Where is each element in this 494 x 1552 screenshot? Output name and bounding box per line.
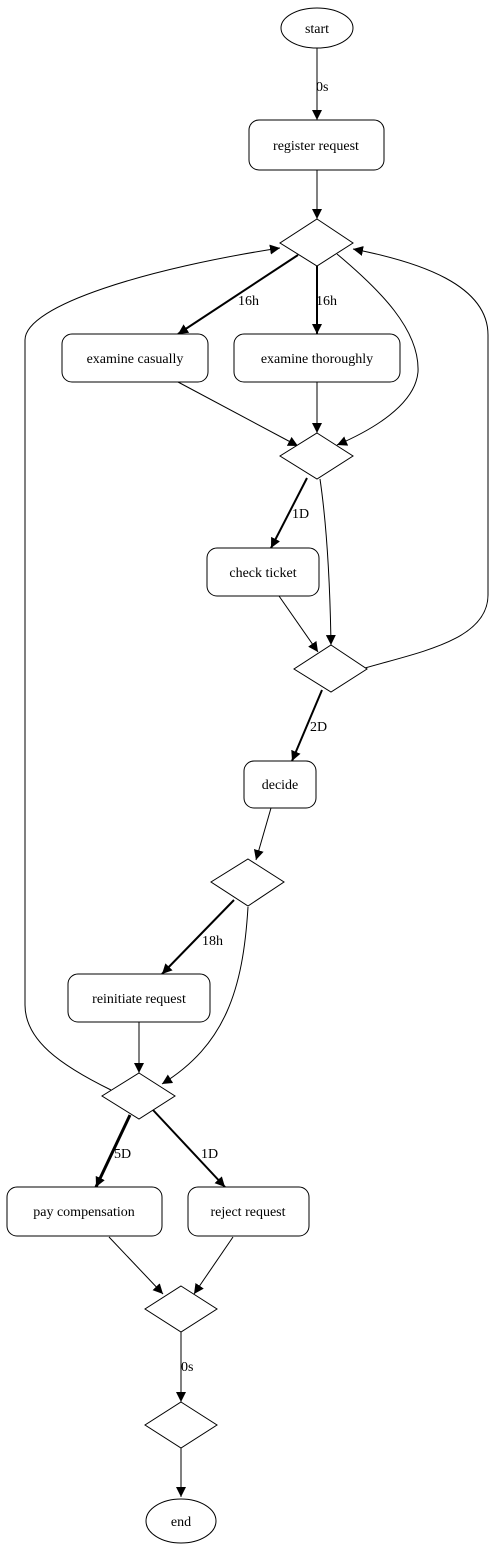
node-decide-label: decide xyxy=(262,778,299,793)
gateway-join-outcome xyxy=(144,1285,218,1333)
node-pay-compensation-label: pay compensation xyxy=(33,1205,134,1220)
node-reinitiate-request-label: reinitiate request xyxy=(92,992,186,1007)
gateway-split-examine xyxy=(279,218,354,267)
edge-gateway-5-to-reject-request xyxy=(152,1109,226,1188)
edge-label-start-to-register: 0s xyxy=(316,80,328,95)
edge-gateway-1-to-gateway-2-skip xyxy=(336,253,419,446)
gateways xyxy=(101,218,368,1449)
edge-label-to-check-ticket: 1D xyxy=(292,507,309,522)
node-end: end xyxy=(145,1498,217,1544)
edges xyxy=(24,48,489,1497)
node-check-ticket: check ticket xyxy=(206,547,320,597)
gateway-after-decide xyxy=(210,858,285,907)
gateway-join-examine xyxy=(279,432,354,480)
node-reject-request: reject request xyxy=(187,1186,310,1237)
node-register-request-label: register request xyxy=(273,139,359,154)
edge-gateway-5-to-pay-compensation xyxy=(94,1114,132,1188)
node-start: start xyxy=(280,7,354,49)
node-examine-thoroughly: examine thoroughly xyxy=(233,333,401,383)
edge-gateway-2-to-gateway-3-skip xyxy=(319,478,336,646)
edge-examine-casually-to-gateway-2 xyxy=(177,381,299,447)
nodes: start register request examine casually … xyxy=(6,7,401,1544)
edge-label-to-decide: 2D xyxy=(310,720,327,735)
edge-decide-to-gateway-4 xyxy=(253,807,272,861)
edge-label-to-examine-thoroughly: 16h xyxy=(316,294,337,309)
edge-gateway-2-to-check-ticket xyxy=(270,477,308,549)
edge-check-ticket-to-gateway-3 xyxy=(278,595,319,653)
gateway-after-check xyxy=(293,644,368,693)
node-decide: decide xyxy=(243,760,317,809)
node-pay-compensation: pay compensation xyxy=(6,1186,163,1237)
edge-label-to-reject-request: 1D xyxy=(201,1147,218,1162)
node-start-label: start xyxy=(305,22,329,37)
edge-label-gateway-6-to-gateway-7: 0s xyxy=(181,1360,193,1375)
node-end-label: end xyxy=(171,1515,191,1530)
edge-gateway-4-to-gateway-5-skip xyxy=(161,906,249,1085)
edge-label-to-pay-compensation: 5D xyxy=(114,1147,131,1162)
edge-gateway-5-loop-back xyxy=(24,244,281,1091)
edge-gateway-3-to-decide xyxy=(291,689,323,762)
node-check-ticket-label: check ticket xyxy=(229,566,296,581)
edge-reject-request-to-gateway-6 xyxy=(193,1236,234,1295)
node-examine-casually-label: examine casually xyxy=(87,352,184,367)
edge-label-to-examine-casually: 16h xyxy=(238,294,259,309)
edge-gateway-1-to-examine-casually xyxy=(177,254,299,335)
edge-gateway-3-loop-back xyxy=(352,245,489,669)
edge-gateway-4-to-reinitiate xyxy=(161,899,235,975)
edge-label-to-reinitiate: 18h xyxy=(202,934,223,949)
gateway-final xyxy=(144,1401,218,1449)
edge-pay-compensation-to-gateway-6 xyxy=(108,1236,164,1295)
gateway-before-outcome xyxy=(101,1072,176,1120)
node-reinitiate-request: reinitiate request xyxy=(67,973,211,1023)
node-examine-thoroughly-label: examine thoroughly xyxy=(261,352,373,367)
node-reject-request-label: reject request xyxy=(210,1205,285,1220)
node-examine-casually: examine casually xyxy=(61,333,209,383)
edge-labels: 0s 16h 16h 1D 2D 18h 5D 1D 0s xyxy=(114,80,337,1375)
node-register-request: register request xyxy=(248,119,385,171)
